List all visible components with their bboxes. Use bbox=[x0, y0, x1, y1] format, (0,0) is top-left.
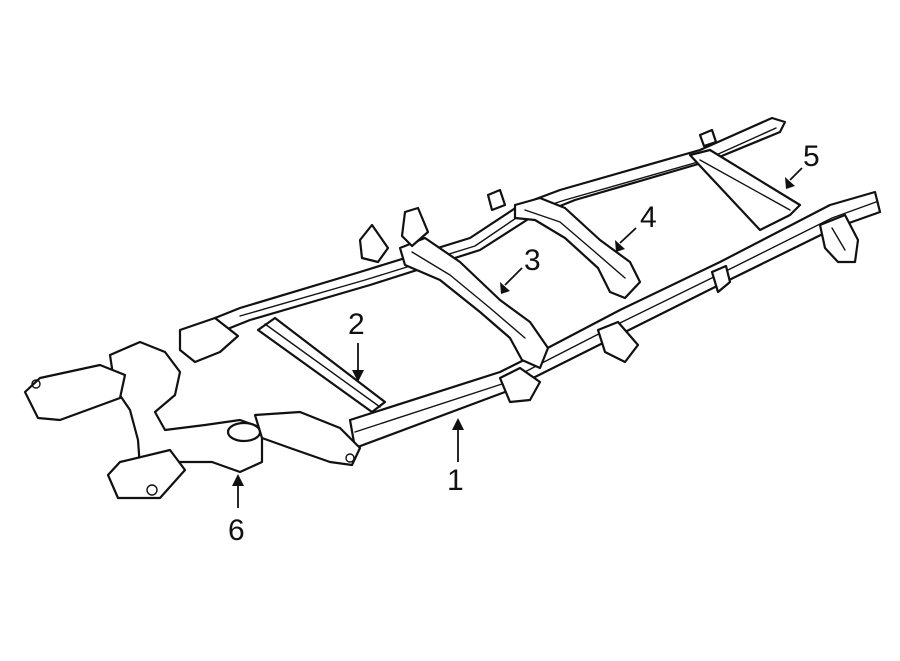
crossmember-4 bbox=[513, 196, 642, 300]
callout-4: 4 bbox=[615, 201, 657, 252]
callout-3-label: 3 bbox=[524, 244, 541, 277]
front-crossmember bbox=[23, 316, 362, 500]
rear-crossmember bbox=[688, 148, 860, 264]
callout-2: 2 bbox=[348, 308, 365, 382]
body-mount-brackets bbox=[358, 128, 718, 404]
left-side-rail bbox=[213, 116, 787, 332]
callout-5-label: 5 bbox=[803, 140, 820, 173]
callout-3: 3 bbox=[500, 244, 541, 294]
callout-5: 5 bbox=[785, 140, 820, 189]
callout-1: 1 bbox=[447, 418, 464, 497]
right-side-rail bbox=[348, 190, 882, 450]
callout-1-label: 1 bbox=[447, 464, 464, 497]
callout-6: 6 bbox=[228, 474, 245, 547]
callout-4-label: 4 bbox=[640, 201, 657, 234]
callout-6-label: 6 bbox=[228, 514, 245, 547]
crossmember-3 bbox=[398, 236, 550, 370]
callout-2-label: 2 bbox=[348, 308, 365, 341]
crossmember-2 bbox=[256, 316, 387, 414]
